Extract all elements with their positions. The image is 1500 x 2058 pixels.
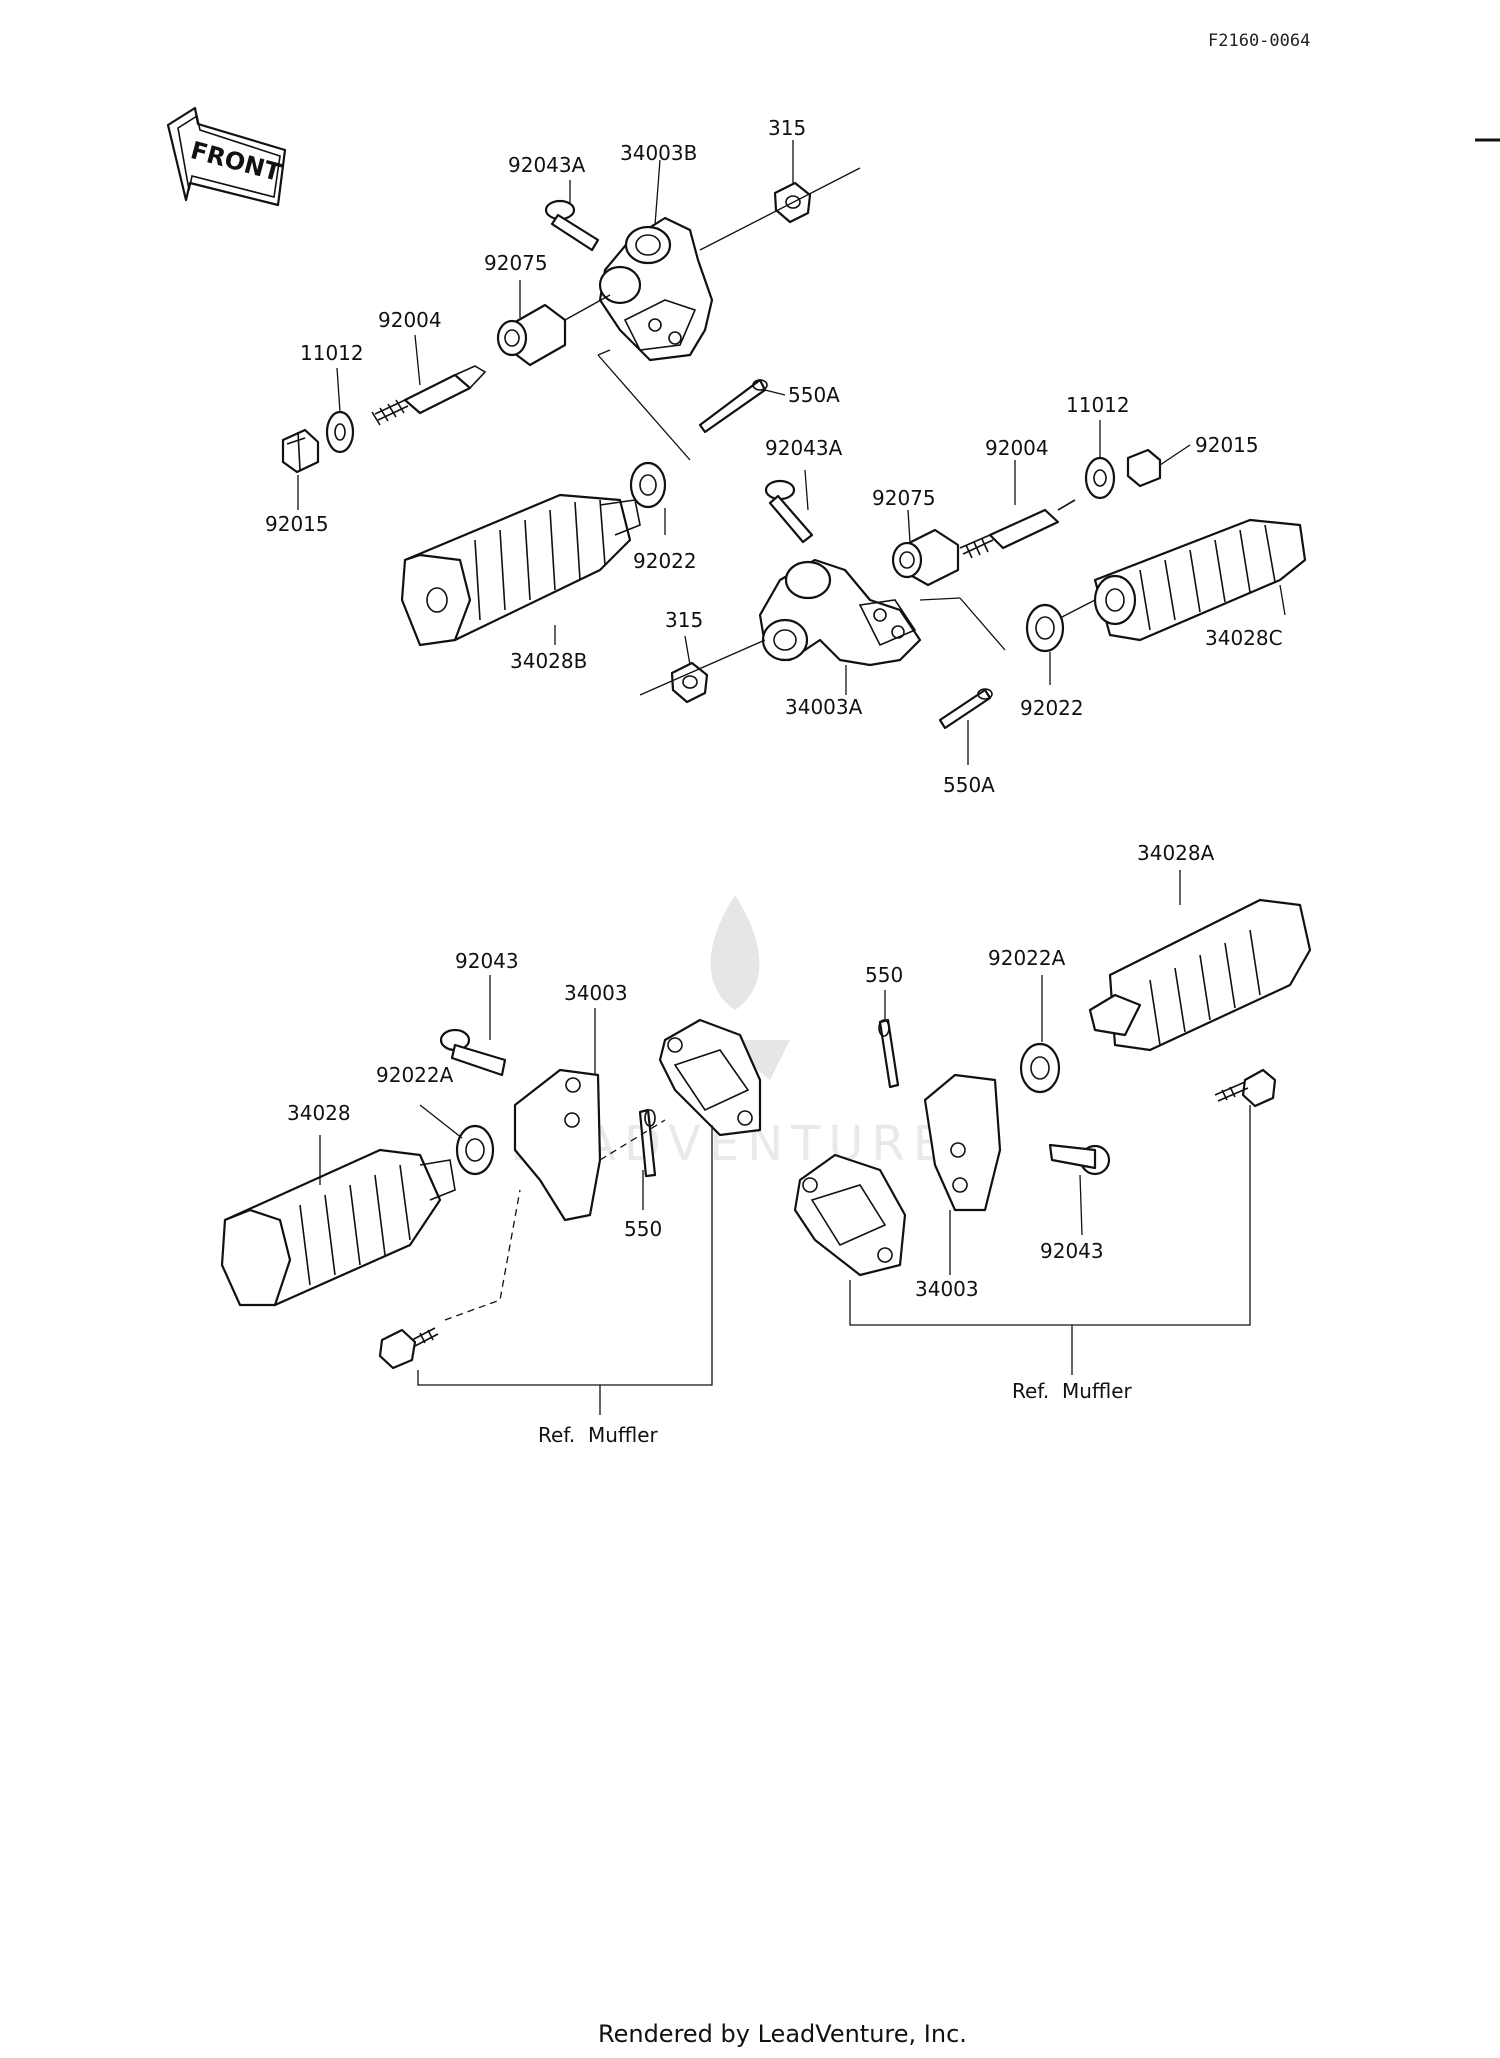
label-92004-top: 92004	[378, 308, 442, 332]
dash-guide	[444, 1189, 521, 1321]
bracket-34003-right	[923, 1073, 1002, 1212]
washer-92022-left	[629, 461, 667, 509]
washer-92022A-left	[455, 1124, 495, 1176]
axis-line	[639, 639, 766, 696]
dash-guide	[599, 1119, 666, 1161]
washer-92022A-right	[1019, 1042, 1061, 1094]
cotter-pin-550-left	[638, 1108, 657, 1178]
label-34003-left: 34003	[564, 981, 628, 1005]
axis-line	[699, 167, 861, 251]
pin-92043A-mid	[764, 479, 814, 544]
label-92022A-left: 92022A	[376, 1063, 454, 1087]
plate-left	[658, 1018, 762, 1137]
plate-right	[793, 1153, 907, 1277]
footpeg-34028C	[1093, 518, 1307, 642]
cotter-pin-550-right	[878, 1018, 900, 1089]
label-92022-left: 92022	[633, 549, 697, 573]
pin-92043-left	[439, 1028, 507, 1077]
diagram-id: F2160-0064	[1208, 31, 1310, 51]
bracket-34003-left	[513, 1068, 602, 1222]
label-34028C: 34028C	[1205, 626, 1283, 650]
label-550A-bottom: 550A	[943, 773, 995, 797]
label-315-top: 315	[768, 116, 806, 140]
footer-credit: Rendered by LeadVenture, Inc.	[598, 2020, 967, 2048]
label-34003A: 34003A	[785, 695, 863, 719]
pin-92043-right	[1048, 1143, 1111, 1176]
label-550A-top: 550A	[788, 383, 840, 407]
label-11012-mid: 11012	[1066, 393, 1130, 417]
label-92043-left: 92043	[455, 949, 519, 973]
label-ref-muffler-left: Ref. Muffler	[538, 1423, 659, 1447]
label-315-mid: 315	[665, 608, 703, 632]
label-92015-mid: 92015	[1195, 433, 1259, 457]
axis-line	[959, 597, 1006, 651]
acorn-nut-92015-mid	[1126, 448, 1162, 488]
label-92015-top: 92015	[265, 512, 329, 536]
pivot-pin-92004-top	[371, 365, 487, 426]
bolt-right	[1214, 1068, 1277, 1108]
label-550-left: 550	[624, 1217, 662, 1241]
label-92043A-top: 92043A	[508, 153, 586, 177]
front-arrow: FRONT	[166, 106, 287, 207]
cotter-pin-550A-bottom	[938, 688, 993, 730]
axis-line	[597, 354, 691, 461]
axis-line	[597, 349, 611, 356]
pin-92043A-top	[544, 199, 600, 252]
label-550-right: 550	[865, 963, 903, 987]
footpeg-34028A	[1088, 898, 1312, 1052]
bracket-34003B	[598, 216, 714, 362]
label-34028B: 34028B	[510, 649, 587, 673]
cotter-pin-550A-top	[698, 378, 768, 434]
label-34003-right: 34003	[915, 1277, 979, 1301]
label-34003B: 34003B	[620, 141, 697, 165]
footpeg-34028B	[400, 493, 641, 647]
label-ref-muffler-right: Ref. Muffler	[1012, 1379, 1133, 1403]
washer-11012-top	[325, 410, 355, 454]
axis-line	[564, 294, 611, 321]
label-11012-top: 11012	[300, 341, 364, 365]
label-92022-right: 92022	[1020, 696, 1084, 720]
label-92075-top: 92075	[484, 251, 548, 275]
pivot-pin-92004-mid	[959, 499, 1076, 559]
label-92043-right: 92043	[1040, 1239, 1104, 1263]
nut-315-mid	[670, 661, 709, 704]
axis-line	[1059, 599, 1096, 619]
leader-lines	[297, 140, 1286, 1415]
label-34028A: 34028A	[1137, 841, 1215, 865]
label-92075-mid: 92075	[872, 486, 936, 510]
acorn-nut-92015-top	[281, 428, 320, 474]
bracket-34003A	[758, 558, 922, 667]
label-92043A-mid: 92043A	[765, 436, 843, 460]
label-92004-mid: 92004	[985, 436, 1049, 460]
bushing-92075-top	[496, 303, 567, 367]
label-34028: 34028	[287, 1101, 351, 1125]
bushing-92075-mid	[891, 528, 960, 587]
washer-11012-mid	[1084, 456, 1116, 500]
bolt-left	[378, 1327, 439, 1370]
label-92022A-right: 92022A	[988, 946, 1066, 970]
footpeg-34028	[220, 1148, 456, 1307]
part-labels: 92043A 34003B 315 92075 92004 11012 9201…	[265, 116, 1283, 1447]
axis-line	[919, 597, 961, 601]
washer-92022-right	[1025, 603, 1065, 653]
